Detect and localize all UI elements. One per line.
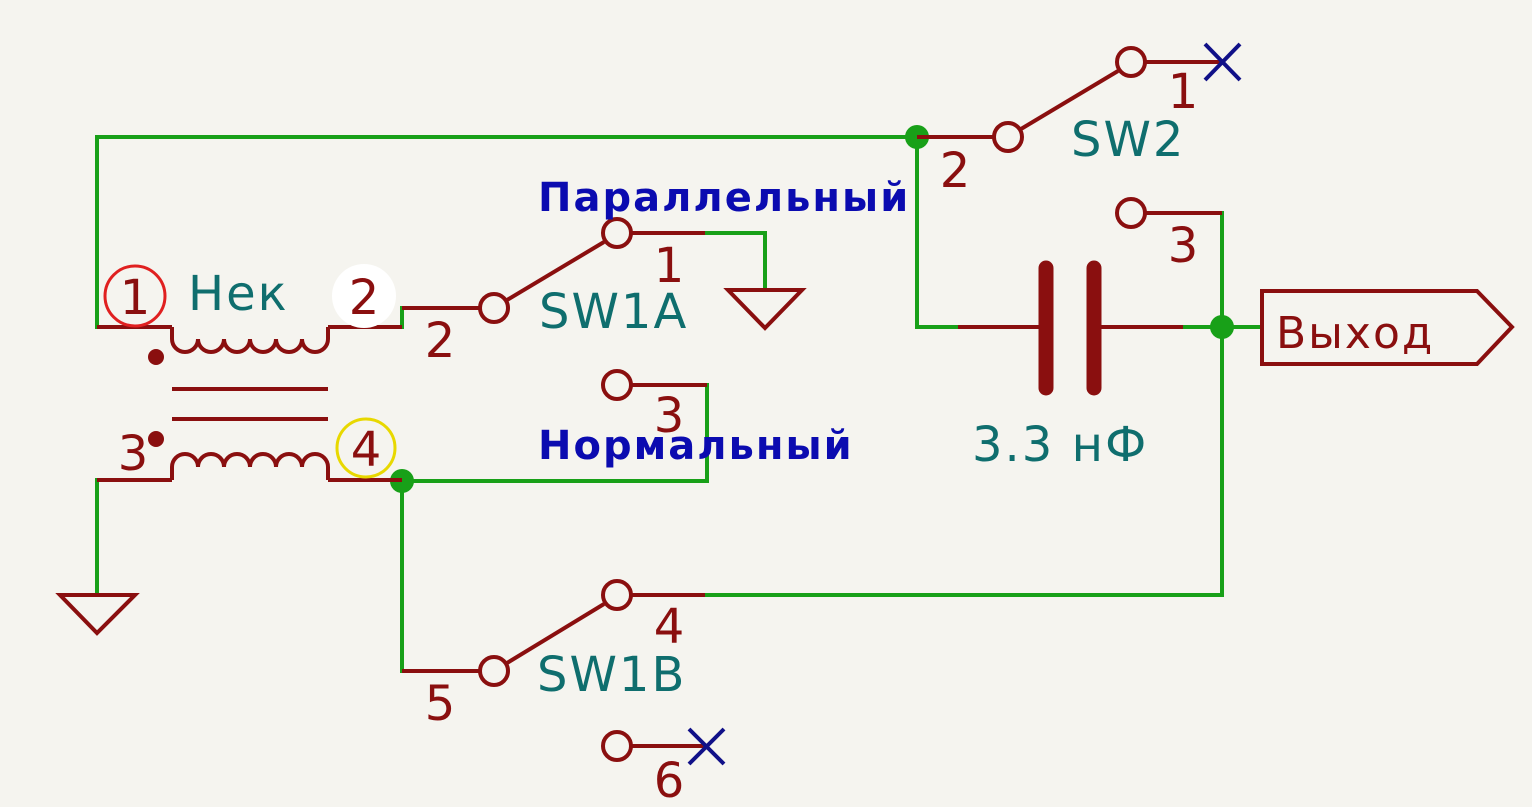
sw1b-ref-label: SW1B <box>537 647 686 703</box>
wires <box>95 135 1264 673</box>
primary-winding <box>170 327 330 354</box>
sw2-pin3-label: 3 <box>1168 218 1199 274</box>
sw1a-pin1-label: 1 <box>654 238 685 294</box>
sw1a-pin2-label: 2 <box>425 313 456 369</box>
wire-sw1a-to-ground[interactable] <box>703 231 767 292</box>
ground-icon[interactable] <box>723 288 807 331</box>
transformer-ref-label: Нек <box>188 266 289 322</box>
ground-icon[interactable] <box>55 593 140 636</box>
capacitor-value-label: 3.3 нФ <box>972 417 1148 473</box>
sw2-ref-label: SW2 <box>1071 112 1185 168</box>
no-connect-icon <box>1203 42 1242 82</box>
pin4-marker-circle <box>335 417 397 479</box>
transformer-pin2-label: 2 <box>349 270 380 326</box>
sw2-pin2-label: 2 <box>940 143 971 199</box>
transformer-pin4-label: 4 <box>351 422 382 478</box>
sw1a-ref-label: SW1A <box>539 284 688 340</box>
sw2-pin1-label: 1 <box>1168 64 1199 120</box>
polarity-dot <box>148 349 164 365</box>
wire-pin4-to-sw1a-pin3[interactable] <box>400 383 709 483</box>
sw1b-switch[interactable] <box>402 579 705 762</box>
sw1b-pin6-label: 6 <box>654 753 685 807</box>
no-connect-icon <box>687 727 726 766</box>
wire-junction-to-cap[interactable] <box>915 135 960 329</box>
transformer-pin3-label: 3 <box>118 426 149 482</box>
wire-pin2-to-sw1a[interactable] <box>400 306 427 329</box>
sw1b-pin5-label: 5 <box>425 676 456 732</box>
polarity-dot <box>148 431 164 447</box>
capacitor-symbol[interactable] <box>958 260 1183 396</box>
secondary-winding <box>170 452 330 480</box>
sw2-switch[interactable] <box>917 46 1222 229</box>
normal-net-label: Нормальный <box>538 423 854 469</box>
parallel-net-label: Параллельный <box>538 175 910 221</box>
wire-pin1-to-sw2[interactable] <box>95 135 919 329</box>
pin1-marker-circle <box>103 264 167 328</box>
wire-sw1b-to-output[interactable] <box>703 211 1224 597</box>
output-port-label: Выход <box>1276 308 1434 359</box>
transformer-pin1-label: 1 <box>120 270 151 326</box>
sw1a-pin3-label: 3 <box>654 388 685 444</box>
junction-dot[interactable] <box>1210 315 1234 339</box>
wire-pin4-to-sw1b[interactable] <box>400 479 427 673</box>
pin2-marker-circle <box>332 264 396 328</box>
output-port[interactable]: Выход <box>1260 289 1515 366</box>
sw1a-switch[interactable] <box>402 217 707 401</box>
sw1b-pin4-label: 4 <box>654 599 685 655</box>
